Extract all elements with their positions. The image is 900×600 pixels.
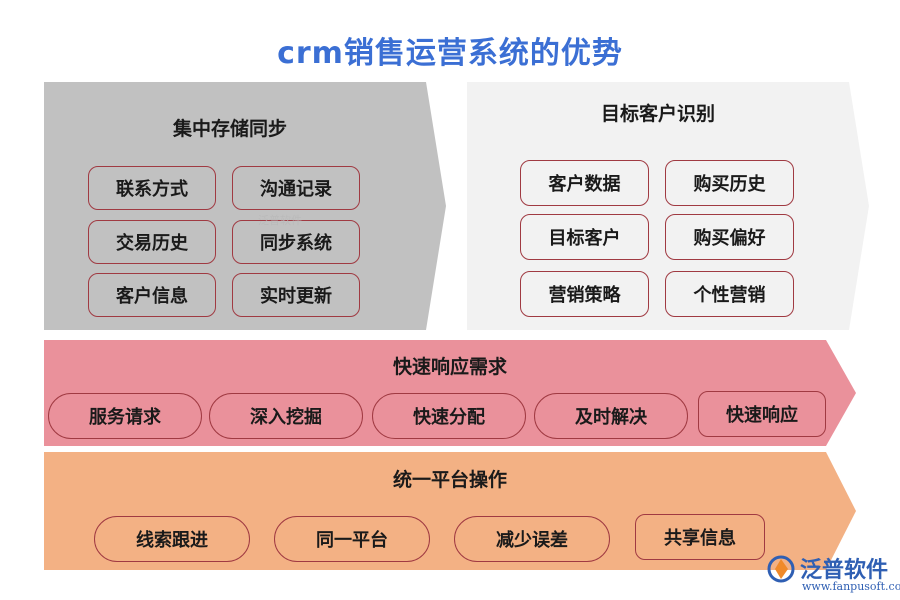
- platform-item-same: 同一平台: [274, 516, 430, 562]
- storage-item-transaction: 交易历史: [88, 220, 216, 264]
- target-item-strategy: 营销策略: [520, 271, 649, 317]
- storage-arrow-shape: [44, 82, 446, 330]
- target-item-customer: 目标客户: [520, 214, 649, 260]
- platform-item-share: 共享信息: [635, 514, 765, 560]
- brand-logo-name: 泛普软件: [800, 558, 889, 583]
- watermark: 泛普软件: [258, 214, 302, 227]
- target-panel: 目标客户识别 客户数据 购买历史 目标客户 购买偏好 营销策略 个性营销: [467, 82, 869, 330]
- response-item-service: 服务请求: [48, 393, 202, 439]
- target-item-history: 购买历史: [665, 160, 794, 206]
- storage-title: 集中存储同步: [172, 118, 287, 140]
- target-item-preference: 购买偏好: [665, 214, 794, 260]
- brand-logo-url: www.fanpusoft.com: [802, 580, 900, 593]
- platform-panel: 统一平台操作 线索跟进 同一平台 减少误差 共享信息: [44, 452, 856, 570]
- response-item-respond: 快速响应: [698, 391, 826, 437]
- storage-panel: 集中存储同步 联系方式 沟通记录 交易历史 同步系统 客户信息 实时更新: [44, 82, 446, 330]
- brand-logo: 泛普软件 www.fanpusoft.com: [766, 552, 900, 596]
- storage-item-communication: 沟通记录: [232, 166, 360, 210]
- storage-item-customer: 客户信息: [88, 273, 216, 317]
- response-item-assign: 快速分配: [372, 393, 526, 439]
- target-arrow-shape: [467, 82, 869, 330]
- platform-title: 统一平台操作: [392, 469, 507, 491]
- response-item-resolve: 及时解决: [534, 393, 688, 439]
- response-panel: 快速响应需求 服务请求 深入挖掘 快速分配 及时解决 快速响应: [44, 340, 856, 446]
- platform-item-errors: 减少误差: [454, 516, 610, 562]
- response-item-dig: 深入挖掘: [209, 393, 363, 439]
- storage-item-realtime: 实时更新: [232, 273, 360, 317]
- target-title: 目标客户识别: [600, 103, 715, 125]
- target-item-data: 客户数据: [520, 160, 649, 206]
- storage-item-sync: 同步系统: [232, 220, 360, 264]
- platform-item-leads: 线索跟进: [94, 516, 250, 562]
- response-title: 快速响应需求: [392, 356, 507, 378]
- brand-logo-icon: [767, 555, 795, 583]
- storage-item-contact: 联系方式: [88, 166, 216, 210]
- target-item-personal: 个性营销: [665, 271, 794, 317]
- page-title: crm销售运营系统的优势: [277, 36, 623, 71]
